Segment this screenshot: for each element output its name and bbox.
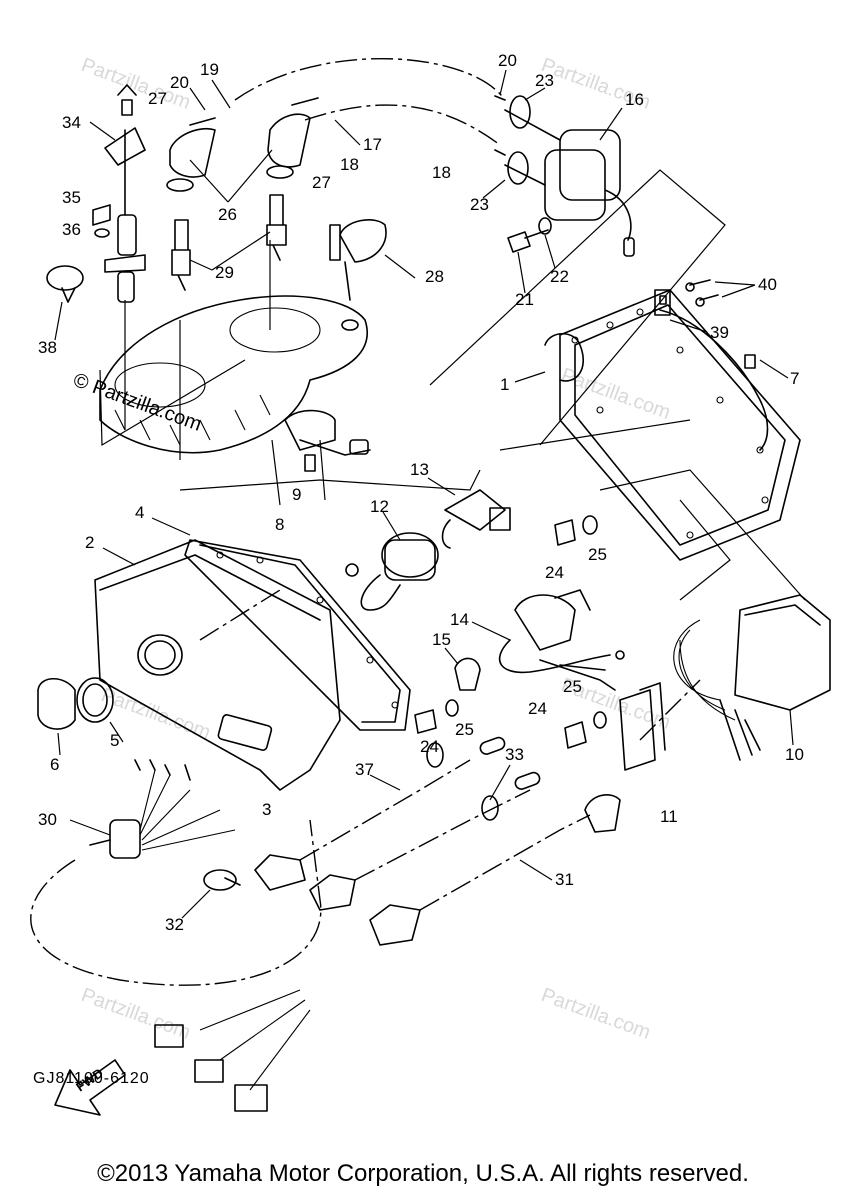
- box-cover: [94, 539, 341, 791]
- callout-22: 22: [550, 267, 569, 286]
- callout-7: 7: [790, 369, 799, 388]
- cylinder-head: [99, 295, 368, 454]
- callout-1: 1: [500, 375, 509, 394]
- electrical-box: [544, 289, 801, 561]
- callout-18b: 18: [432, 163, 451, 182]
- copyright-notice: ©2013 Yamaha Motor Corporation, U.S.A. A…: [97, 1160, 749, 1187]
- callout-40: 40: [758, 275, 777, 294]
- callout-20b: 20: [498, 51, 517, 70]
- callout-13: 13: [410, 460, 429, 479]
- callout-12: 12: [370, 497, 389, 516]
- clamp: [46, 265, 84, 303]
- callout-33: 33: [505, 745, 524, 764]
- callout-28: 28: [425, 267, 444, 286]
- ignition-coil: [494, 95, 635, 257]
- callout-23b: 23: [470, 195, 489, 214]
- gasket: [184, 539, 411, 731]
- starter-relay: [345, 532, 439, 611]
- callout-4: 4: [135, 503, 144, 522]
- terminal-assembly: [271, 409, 371, 506]
- callout-21: 21: [515, 290, 534, 309]
- callout-3: 3: [262, 800, 271, 819]
- callout-27: 27: [148, 89, 167, 108]
- callout-37: 37: [355, 760, 374, 779]
- watermark-main: © Partzilla.com: [70, 369, 204, 436]
- callout-19: 19: [200, 60, 219, 79]
- callout-16: 16: [625, 90, 644, 109]
- callout-10: 10: [785, 745, 804, 764]
- callout-5: 5: [110, 731, 119, 750]
- callout-18: 18: [340, 155, 359, 174]
- callout-17: 17: [363, 135, 382, 154]
- screws-and-plate: [654, 279, 719, 316]
- callout-27b: 27: [312, 173, 331, 192]
- harness-clamp: [203, 869, 241, 891]
- callout-2: 2: [85, 533, 94, 552]
- spark-plug: [171, 194, 287, 291]
- callout-25b: 25: [455, 720, 474, 739]
- guide-lines: [30, 58, 806, 986]
- cdi-unit: [673, 594, 831, 761]
- wire-harness: [89, 759, 311, 1112]
- callout-23: 23: [535, 71, 554, 90]
- fuse-holder: [441, 489, 511, 549]
- callout-39: 39: [710, 323, 729, 342]
- callout-35: 35: [62, 188, 81, 207]
- callout-14: 14: [450, 610, 469, 629]
- callout-31: 31: [555, 870, 574, 889]
- drawing-code: GJ81100-6120: [33, 1070, 150, 1087]
- callout-34: 34: [62, 113, 81, 132]
- callout-36: 36: [62, 220, 81, 239]
- mounting-bracket: [619, 682, 666, 771]
- callout-25c: 25: [563, 677, 582, 696]
- callout-24: 24: [545, 563, 564, 582]
- callout-38: 38: [38, 338, 57, 357]
- leader-lines: [54, 69, 794, 919]
- callout-25: 25: [588, 545, 607, 564]
- callout-20: 20: [170, 73, 189, 92]
- watermarks: Partzilla.com Partzilla.com Partzilla.co…: [70, 54, 673, 1044]
- callout-8: 8: [275, 515, 284, 534]
- spark-plug-cap: [166, 97, 319, 192]
- callout-29: 29: [215, 263, 234, 282]
- screw-washer: [414, 515, 607, 749]
- callout-24b: 24: [420, 737, 439, 756]
- ignition-cords: [254, 736, 621, 946]
- callout-9: 9: [292, 485, 301, 504]
- callout-11: 11: [660, 807, 678, 826]
- callout-6: 6: [50, 755, 59, 774]
- callout-15: 15: [432, 630, 451, 649]
- callout-32: 32: [165, 915, 184, 934]
- callout-26: 26: [218, 205, 237, 224]
- watermark: Partzilla.com: [538, 984, 653, 1044]
- sensor-lead: [498, 589, 625, 691]
- watermark: Partzilla.com: [78, 984, 193, 1044]
- sensor-assembly: [92, 84, 146, 303]
- callout-30: 30: [38, 810, 57, 829]
- bracket: [329, 219, 387, 331]
- callout-24c: 24: [528, 699, 547, 718]
- callouts: 1 2 3 4 5 6 7 8 9 10 11 12 13 14 15 16 1…: [38, 51, 804, 934]
- cap-and-oring: [37, 677, 114, 730]
- wire-clamp: [454, 657, 481, 691]
- bolt-washer: [507, 217, 552, 253]
